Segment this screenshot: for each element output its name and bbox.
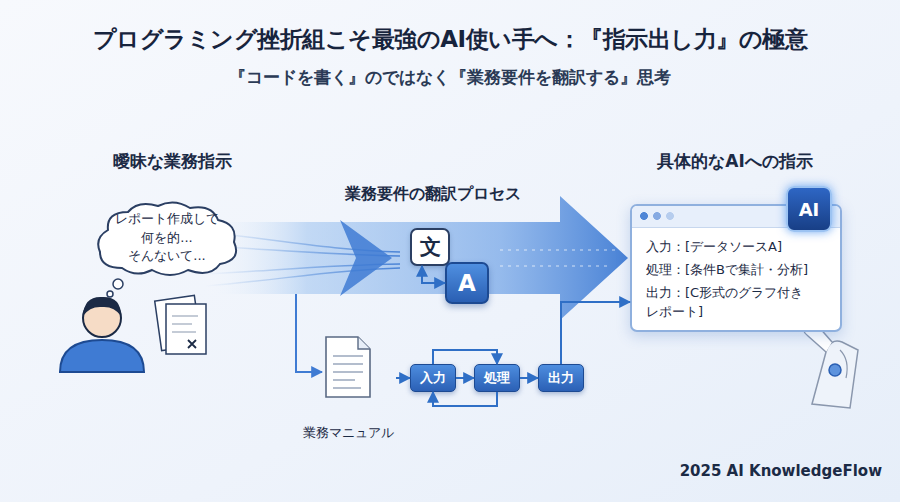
ai-chip: AI — [786, 186, 832, 232]
flow-connector — [520, 377, 538, 379]
instruction-line: 入力：[データソースA] — [646, 238, 828, 257]
flow-connector — [422, 266, 445, 283]
subtitle: 『コードを書く』のではなく『業務要件を翻訳する』思考 — [0, 66, 900, 89]
document-label: 業務マニュアル — [290, 425, 406, 442]
translate-icon: A — [445, 262, 489, 304]
chip-label: AI — [799, 199, 820, 220]
bubble-text: レポート作成して 何を的... そんないて... — [108, 210, 226, 267]
flow-connector — [561, 302, 630, 364]
translate-icon: 文 — [410, 228, 450, 266]
document-icon — [325, 336, 371, 398]
box-label: 処理 — [484, 369, 510, 387]
crumpled-documents — [155, 295, 206, 354]
thought-trail — [107, 279, 123, 297]
flow-connector — [456, 377, 474, 379]
process-box: 処理 — [474, 364, 520, 392]
thought-bubble: レポート作成して 何を的... そんないて... — [92, 198, 242, 278]
instruction-line: 処理：[条件Bで集計・分析] — [646, 261, 828, 280]
feed-line — [296, 294, 322, 372]
icon-glyph: A — [458, 270, 476, 296]
flow-connector — [396, 377, 410, 379]
instruction-line: 出力：[C形式のグラフ付き レポート] — [646, 284, 828, 322]
flow-connector — [433, 350, 497, 364]
flow-arrow — [200, 196, 628, 320]
box-label: 出力 — [548, 369, 574, 387]
footer-credit: 2025 AI KnowledgeFlow — [660, 462, 882, 480]
flow-connector — [433, 392, 497, 406]
icon-glyph: 文 — [420, 233, 441, 261]
process-box: 出力 — [538, 364, 584, 392]
manual-document: 業務マニュアル — [300, 336, 396, 442]
diagram-title: プログラミング挫折組こそ最強のAI使い手へ：『指示出し力』の極意 — [0, 24, 900, 55]
section-heading: 業務要件の翻訳プロセス — [318, 184, 548, 205]
box-label: 入力 — [420, 369, 446, 387]
process-box: 入力 — [410, 364, 456, 392]
section-heading: 曖昧な業務指示 — [92, 150, 252, 173]
section-heading: 具体的なAIへの指示 — [620, 150, 850, 173]
person-icon — [60, 297, 144, 372]
